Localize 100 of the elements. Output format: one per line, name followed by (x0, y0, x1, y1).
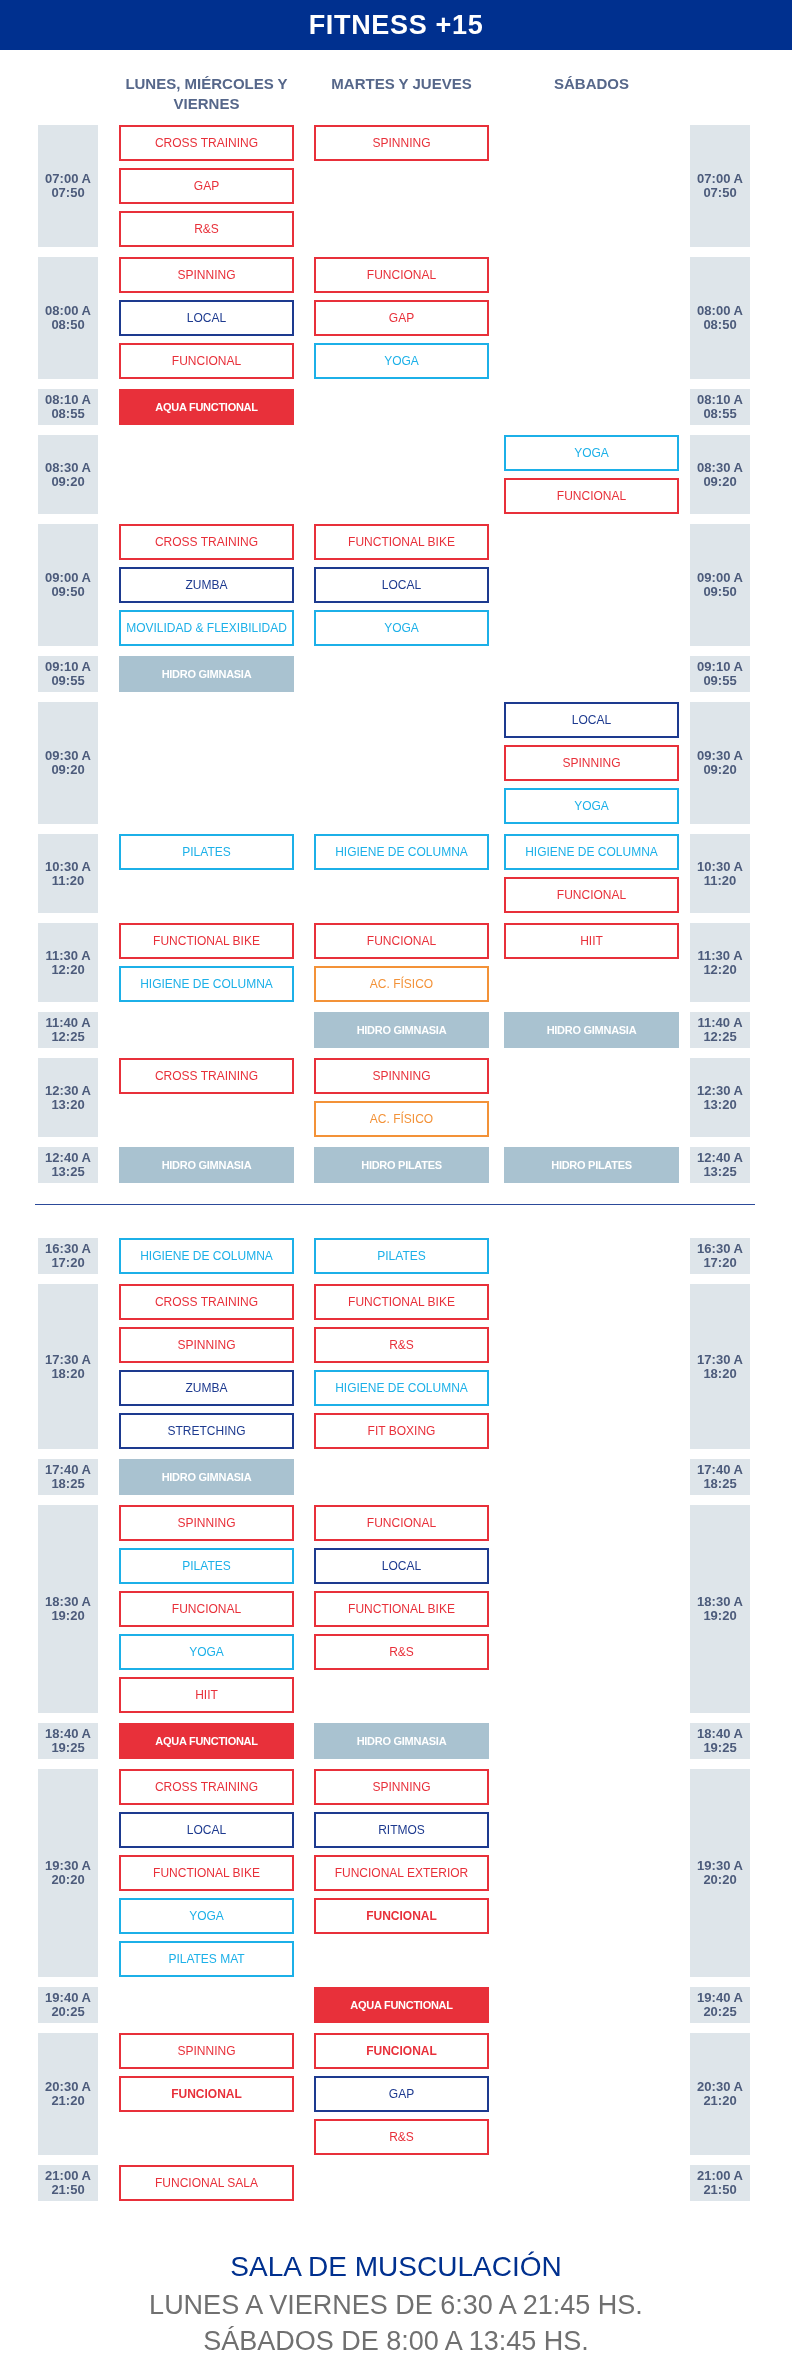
class-box: FIT BOXING (314, 1413, 489, 1449)
class-box: ZUMBA (119, 1370, 294, 1406)
time-cell: 20:30 A 21:20 (38, 2033, 98, 2155)
footer-heading: SALA DE MUSCULACIÓN (229, 2250, 563, 2284)
time-cell: 08:30 A 09:20 (38, 435, 98, 514)
time-cell: 08:30 A 09:20 (690, 435, 750, 514)
class-box: SPINNING (119, 257, 294, 293)
class-box: FUNCTIONAL BIKE (314, 1591, 489, 1627)
class-box: CROSS TRAINING (119, 1769, 294, 1805)
class-box: LOCAL (119, 1812, 294, 1848)
class-box: R&S (314, 2119, 489, 2155)
class-box: FUNCIONAL SALA (119, 2165, 294, 2201)
class-box: FUNCIONAL (119, 2076, 294, 2112)
time-cell: 10:30 A 11:20 (690, 834, 750, 913)
class-box: YOGA (314, 343, 489, 379)
class-box: AQUA FUNCTIONAL (314, 1987, 489, 2023)
time-cell: 09:00 A 09:50 (690, 524, 750, 646)
class-box: FUNCIONAL (504, 478, 679, 514)
class-box: FUNCIONAL EXTERIOR (314, 1855, 489, 1891)
time-cell: 11:30 A 12:20 (38, 923, 98, 1002)
class-box: PILATES (119, 834, 294, 870)
class-box: HIDRO GIMNASIA (504, 1012, 679, 1048)
class-box: HIGIENE DE COLUMNA (119, 1238, 294, 1274)
class-box: YOGA (119, 1898, 294, 1934)
class-box: CROSS TRAINING (119, 524, 294, 560)
class-box: SPINNING (314, 125, 489, 161)
class-box: FUNCIONAL (119, 343, 294, 379)
class-box: YOGA (504, 788, 679, 824)
class-box: LOCAL (504, 702, 679, 738)
time-cell: 18:30 A 19:20 (690, 1505, 750, 1713)
class-box: AC. FÍSICO (314, 966, 489, 1002)
class-box: FUNCIONAL (314, 1898, 489, 1934)
time-cell: 09:00 A 09:50 (38, 524, 98, 646)
class-box: FUNCTIONAL BIKE (119, 923, 294, 959)
class-box: FUNCTIONAL BIKE (314, 524, 489, 560)
class-box: HIDRO GIMNASIA (119, 656, 294, 692)
footer-note: SÁBADOS DE 8:00 A 13:45 HS. (202, 2325, 590, 2358)
time-cell: 09:10 A 09:55 (690, 656, 750, 692)
class-box: SPINNING (119, 1327, 294, 1363)
time-cell: 20:30 A 21:20 (690, 2033, 750, 2155)
class-box: PILATES (314, 1238, 489, 1274)
class-box: AC. FÍSICO (314, 1101, 489, 1137)
time-cell: 17:40 A 18:25 (690, 1459, 750, 1495)
class-box: FUNCIONAL (314, 2033, 489, 2069)
page-title: FITNESS +15 (308, 8, 484, 42)
class-box: HIGIENE DE COLUMNA (119, 966, 294, 1002)
class-box: HIDRO PILATES (314, 1147, 489, 1183)
class-box: R&S (314, 1634, 489, 1670)
time-cell: 12:40 A 13:25 (690, 1147, 750, 1183)
class-box: SPINNING (119, 1505, 294, 1541)
time-cell: 17:30 A 18:20 (38, 1284, 98, 1449)
time-cell: 08:00 A 08:50 (38, 257, 98, 379)
class-box: CROSS TRAINING (119, 125, 294, 161)
class-box: FUNCIONAL (119, 1591, 294, 1627)
time-cell: 19:30 A 20:20 (690, 1769, 750, 1977)
time-cell: 11:30 A 12:20 (690, 923, 750, 1002)
time-cell: 12:40 A 13:25 (38, 1147, 98, 1183)
time-cell: 21:00 A 21:50 (690, 2165, 750, 2201)
class-box: RITMOS (314, 1812, 489, 1848)
class-box: CROSS TRAINING (119, 1058, 294, 1094)
class-box: YOGA (314, 610, 489, 646)
time-cell: 07:00 A 07:50 (690, 125, 750, 247)
class-box: HIDRO GIMNASIA (119, 1147, 294, 1183)
class-box: SPINNING (504, 745, 679, 781)
time-cell: 11:40 A 12:25 (38, 1012, 98, 1048)
time-cell: 09:30 A 09:20 (38, 702, 98, 824)
time-cell: 08:10 A 08:55 (690, 389, 750, 425)
class-box: MOVILIDAD & FLEXIBILIDAD (119, 610, 294, 646)
class-box: SPINNING (314, 1769, 489, 1805)
class-box: FUNCIONAL (314, 923, 489, 959)
class-box: SPINNING (119, 2033, 294, 2069)
class-box: PILATES (119, 1548, 294, 1584)
class-box: HIIT (119, 1677, 294, 1713)
time-cell: 19:40 A 20:25 (690, 1987, 750, 2023)
time-cell: 11:40 A 12:25 (690, 1012, 750, 1048)
time-cell: 17:30 A 18:20 (690, 1284, 750, 1449)
class-box: PILATES MAT (119, 1941, 294, 1977)
class-box: YOGA (119, 1634, 294, 1670)
footer-note: LUNES A VIERNES DE 6:30 A 21:45 HS. (148, 2289, 644, 2322)
time-cell: 19:40 A 20:25 (38, 1987, 98, 2023)
class-box: AQUA FUNCTIONAL (119, 389, 294, 425)
class-box: LOCAL (119, 300, 294, 336)
class-box: HIGIENE DE COLUMNA (314, 1370, 489, 1406)
class-box: HIIT (504, 923, 679, 959)
class-box: LOCAL (314, 567, 489, 603)
class-box: HIGIENE DE COLUMNA (504, 834, 679, 870)
time-cell: 18:30 A 19:20 (38, 1505, 98, 1713)
class-box: HIDRO PILATES (504, 1147, 679, 1183)
class-box: HIDRO GIMNASIA (314, 1012, 489, 1048)
class-box: R&S (314, 1327, 489, 1363)
column-header: LUNES, MIÉRCOLES Y VIERNES (124, 74, 289, 114)
class-box: GAP (314, 2076, 489, 2112)
time-cell: 19:30 A 20:20 (38, 1769, 98, 1977)
class-box: GAP (314, 300, 489, 336)
time-cell: 09:10 A 09:55 (38, 656, 98, 692)
class-box: FUNCIONAL (504, 877, 679, 913)
time-cell: 17:40 A 18:25 (38, 1459, 98, 1495)
class-box: SPINNING (314, 1058, 489, 1094)
time-cell: 10:30 A 11:20 (38, 834, 98, 913)
time-cell: 07:00 A 07:50 (38, 125, 98, 247)
